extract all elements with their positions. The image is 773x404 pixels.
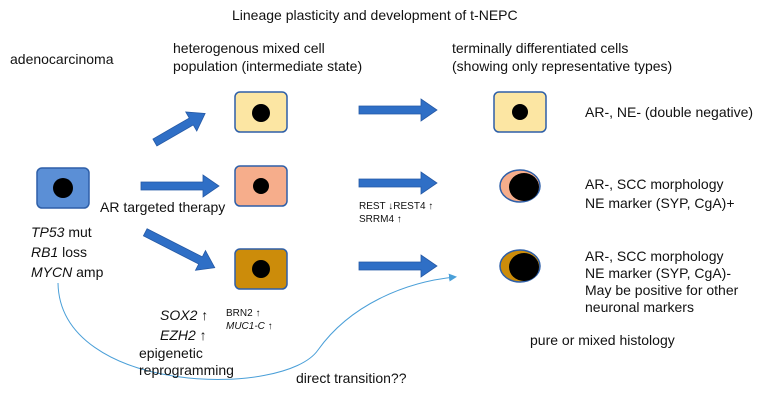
arrow-right-icon <box>358 254 438 278</box>
nucleus-icon <box>252 260 270 278</box>
outcome-ne-negative-line-3: May be positive for other <box>585 282 739 298</box>
terminal-cell-double-negative <box>493 91 547 133</box>
intermediate-cell-salmon <box>234 165 288 207</box>
intermediate-cell-orange <box>234 248 288 290</box>
page-title: Lineage plasticity and development of t-… <box>232 7 518 23</box>
intermediate-cell-double-negative <box>234 91 288 133</box>
marker-ezh2: EZH2 ↑ <box>160 327 207 343</box>
terminal-cell-scc-ne-positive <box>499 169 541 203</box>
marker-muc1c: MUC1-C ↑ <box>226 321 273 332</box>
marker-rest: REST ↓REST4 ↑ <box>359 201 434 212</box>
outcome-ne-positive-line-1: AR-, SCC morphology <box>585 176 724 192</box>
column-mixed-line-2: population (intermediate state) <box>173 58 363 75</box>
mutations-list: TP53 mut RB1 loss MYCN amp <box>31 222 103 282</box>
arrow-right-icon <box>140 174 220 198</box>
nucleus-icon <box>512 104 528 120</box>
epigenetic-label-line-2: reprogramming <box>139 362 234 378</box>
mutation-rb1: RB1 loss <box>31 244 88 260</box>
nucleus-icon <box>53 178 73 198</box>
arrow-right-icon <box>358 171 438 195</box>
adeno-cell <box>36 167 90 209</box>
outcome-ne-negative-line-4: neuronal markers <box>585 299 694 315</box>
nucleus-icon <box>509 173 539 201</box>
direct-transition-label: direct transition?? <box>296 370 407 386</box>
column-terminal: terminally differentiated cells (showing… <box>452 39 672 75</box>
brn2-muc1c: BRN2 ↑ MUC1-C ↑ <box>226 307 273 333</box>
therapy-label: AR targeted therapy <box>100 199 226 215</box>
marker-sox2: SOX2 ↑ <box>160 307 209 323</box>
column-mixed-population: heterogenous mixed cell population (inte… <box>173 39 362 75</box>
histology-label: pure or mixed histology <box>530 332 675 348</box>
marker-brn2: BRN2 ↑ <box>226 308 261 319</box>
nucleus-icon <box>253 178 269 194</box>
arrow-down-right-icon <box>142 228 216 271</box>
arrow-up-right-icon <box>152 111 206 147</box>
epigenetic-label-line-1: epigenetic <box>139 345 203 361</box>
epigenetic-label: epigenetic reprogramming <box>139 345 234 379</box>
nucleus-icon <box>509 253 539 281</box>
outcome-ne-negative-line-1: AR-, SCC morphology <box>585 248 724 264</box>
marker-srrm4: SRRM4 ↑ <box>359 214 402 225</box>
direct-transition-curve <box>57 273 457 380</box>
outcome-ne-positive-line-2: NE marker (SYP, CgA)+ <box>585 195 735 211</box>
nucleus-icon <box>252 104 270 122</box>
column-adenocarcinoma: adenocarcinoma <box>10 51 114 67</box>
mutation-tp53: TP53 mut <box>31 224 92 240</box>
terminal-cell-scc-ne-negative <box>499 249 541 283</box>
column-terminal-line-1: terminally differentiated cells <box>452 40 629 56</box>
mutation-mycn: MYCN amp <box>31 264 104 280</box>
outcome-ne-negative-line-2: NE marker (SYP, CgA)- <box>585 265 731 281</box>
column-terminal-line-2: (showing only representative types) <box>452 58 673 75</box>
epigenetic-markers: SOX2 ↑ EZH2 ↑ <box>160 305 208 345</box>
outcome-ne-negative: AR-, SCC morphology NE marker (SYP, CgA)… <box>585 248 738 316</box>
outcome-double-negative: AR-, NE- (double negative) <box>585 104 754 120</box>
outcome-ne-positive: AR-, SCC morphology NE marker (SYP, CgA)… <box>585 175 735 213</box>
rest-srrm4: REST ↓REST4 ↑ SRRM4 ↑ <box>359 200 433 226</box>
arrow-right-icon <box>358 98 438 122</box>
column-mixed-line-1: heterogenous mixed cell <box>173 40 325 56</box>
